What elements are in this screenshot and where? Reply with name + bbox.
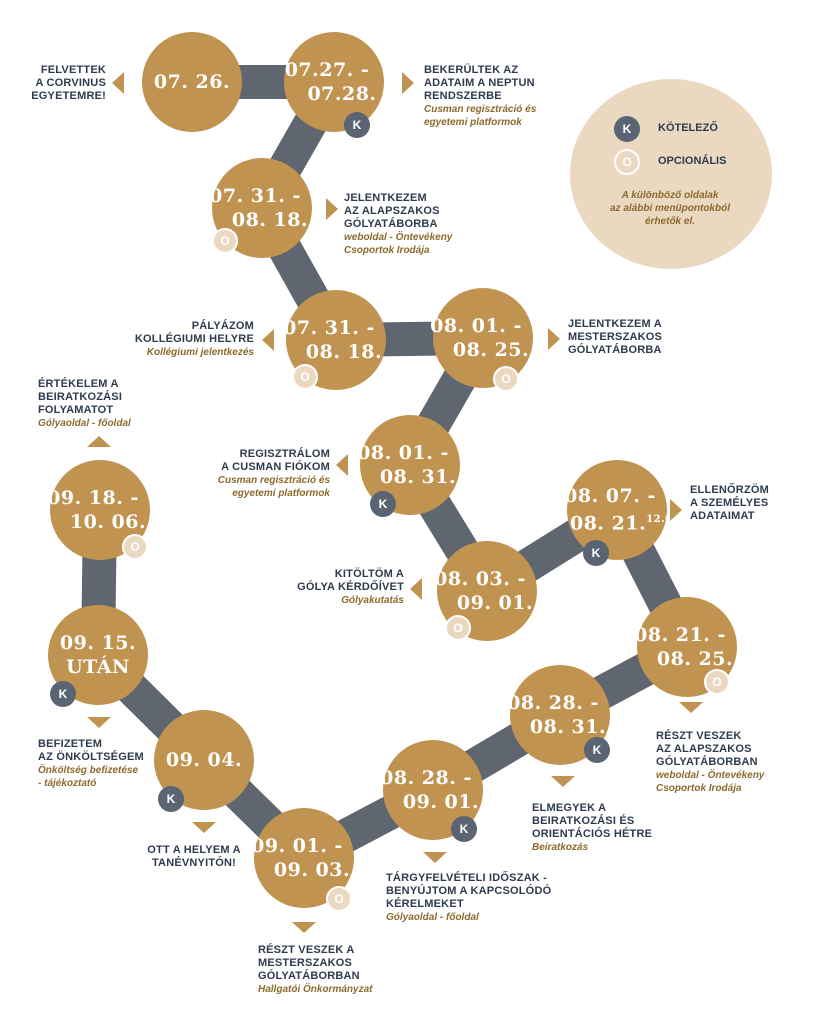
node-date: 07. 31. -08. 18. — [209, 185, 309, 231]
arrow-down-icon — [551, 776, 575, 787]
node-date: 08. 07. -08. 21.12.00 — [564, 485, 681, 535]
optional-badge: O — [704, 669, 730, 695]
step-label: RÉSZT VESZEK A MESTERSZAKOS GÓLYATÁBORBA… — [258, 944, 373, 995]
mandatory-badge: K — [584, 737, 610, 763]
optional-badge: O — [326, 886, 352, 912]
arrow-right-icon — [402, 72, 414, 94]
step-label: ELLENŐRZÖM A SZEMÉLYES ADATAIMAT — [690, 484, 769, 522]
mandatory-badge: K — [451, 816, 477, 842]
arrow-left-icon — [410, 578, 422, 600]
step-label: OTT A HELYEM A TANÉVNYITÓN! — [147, 844, 241, 869]
legend-k-label: KÖTELEZŐ — [658, 122, 718, 134]
timeline-node: 08. 01. -08. 25. O — [430, 288, 533, 392]
mandatory-badge: K — [158, 786, 184, 812]
step-label: RÉSZT VESZEK AZ ALAPSZAKOS GÓLYATÁBORBAN… — [656, 730, 765, 794]
timeline-node: 08. 28. -09. 01. K — [380, 740, 483, 842]
timeline-node: 08. 21. -08. 25. O — [634, 597, 737, 697]
arrow-left-icon — [112, 72, 124, 94]
node-date: 08. 01. -08. 31. — [357, 442, 457, 488]
step-label: TÁRGYFELVÉTELI IDŐSZAK - BENYÚJTOM A KAP… — [386, 872, 552, 923]
node-date: 07. 31. -08. 18. — [283, 317, 383, 363]
optional-badge: O — [493, 366, 519, 392]
node-date: 07. 26. — [153, 71, 231, 93]
arrow-right-icon — [548, 328, 560, 350]
arrow-down-icon — [292, 922, 316, 933]
legend-note: A különböző oldalak az alábbi menüpontok… — [609, 190, 730, 227]
arrow-down-icon — [679, 702, 703, 713]
arrow-down-icon — [423, 852, 447, 863]
node-date: 09. 04. — [165, 749, 243, 771]
timeline-node: 07. 26. — [142, 32, 242, 132]
mandatory-badge: K — [583, 540, 609, 566]
optional-badge: O — [212, 228, 238, 254]
node-date: 08. 01. -08. 25. — [430, 315, 530, 361]
timeline-node: 08. 03. -09. 01. O — [434, 541, 537, 641]
arrow-left-icon — [262, 329, 274, 351]
timeline-node: 08. 07. -08. 21.12.00 K — [564, 460, 681, 566]
legend-o-label: OPCIONÁLIS — [658, 155, 727, 167]
step-label: ELMEGYEK A BEIRATKOZÁSI ÉS ORIENTÁCIÓS H… — [532, 802, 653, 853]
arrow-left-icon — [336, 454, 348, 476]
node-date: 08. 28. -08. 31. — [507, 692, 607, 738]
arrow-down-icon — [87, 717, 111, 728]
node-date: 08. 21. -08. 25. — [634, 624, 734, 670]
step-label: BEKERÜLTEK AZ ADATAIM A NEPTUN RENDSZERB… — [424, 64, 537, 128]
node-date: 08. 28. -09. 01. — [380, 767, 480, 813]
legend: K KÖTELEZŐ O OPCIONÁLIS A különböző olda… — [570, 79, 772, 269]
timeline-node: 09. 15.UTÁN K — [48, 605, 148, 707]
node-date: 09. 01. -09. 03. — [251, 835, 351, 881]
mandatory-badge: K — [50, 681, 76, 707]
step-label: JELENTKEZEM A MESTERSZAKOS GÓLYATÁBORBA — [568, 318, 663, 356]
node-date: 09. 18. -10. 06. — [47, 487, 147, 533]
optional-badge: O — [292, 364, 318, 390]
optional-badge: O — [122, 534, 148, 560]
mandatory-badge: K — [370, 491, 396, 517]
node-date: 07.27. -07.28. — [284, 59, 377, 105]
timeline-node: 08. 28. -08. 31. K — [507, 665, 610, 765]
arrow-right-icon — [670, 499, 682, 521]
arrow-down-icon — [192, 822, 216, 833]
legend-o-badge: O — [614, 149, 640, 175]
node-date: 09. 15.UTÁN — [59, 632, 137, 678]
arrow-up-icon — [87, 436, 111, 447]
timeline-node: 09. 04. K — [154, 710, 254, 812]
step-label: FELVETTEK A CORVINUS EGYETEMRE! — [31, 64, 106, 102]
timeline-node: 08. 01. -08. 31. K — [357, 415, 460, 517]
optional-badge: O — [445, 615, 471, 641]
timeline-node: 09. 01. -09. 03. O — [251, 808, 354, 912]
timeline-node: 09. 18. -10. 06. O — [47, 460, 150, 560]
node-date: 08. 03. -09. 01. — [434, 568, 534, 614]
deadline-time: 12.00 — [646, 514, 681, 526]
timeline-node: 07. 31. -08. 18. O — [209, 158, 312, 258]
mandatory-badge: K — [344, 112, 370, 138]
arrow-right-icon — [326, 198, 338, 220]
legend-k-badge: K — [614, 116, 640, 142]
timeline-node: 07.27. -07.28. K — [284, 32, 384, 138]
timeline-node: 07. 31. -08. 18. O — [283, 290, 386, 390]
